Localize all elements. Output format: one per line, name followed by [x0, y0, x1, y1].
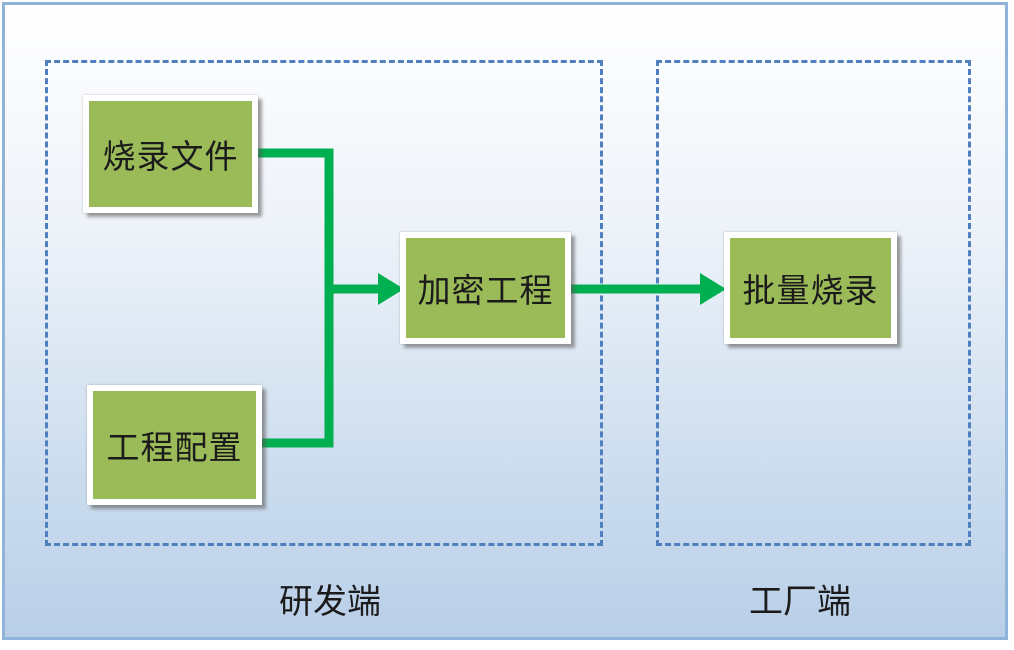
dev-zone [45, 60, 603, 546]
factory-zone [656, 60, 971, 546]
burn-file-box: 烧录文件 [83, 95, 258, 213]
encrypt-project-box: 加密工程 [400, 232, 571, 344]
connector-burn-file [258, 148, 334, 289]
factory-zone-label: 工厂端 [749, 582, 851, 622]
arrowhead-to-batch [700, 273, 726, 305]
project-config-box: 工程配置 [87, 385, 262, 505]
connector-project-config [262, 289, 334, 448]
arrowhead-to-encrypt [378, 273, 404, 305]
dev-zone-label: 研发端 [279, 582, 381, 622]
batch-burn-box: 批量烧录 [724, 232, 897, 344]
